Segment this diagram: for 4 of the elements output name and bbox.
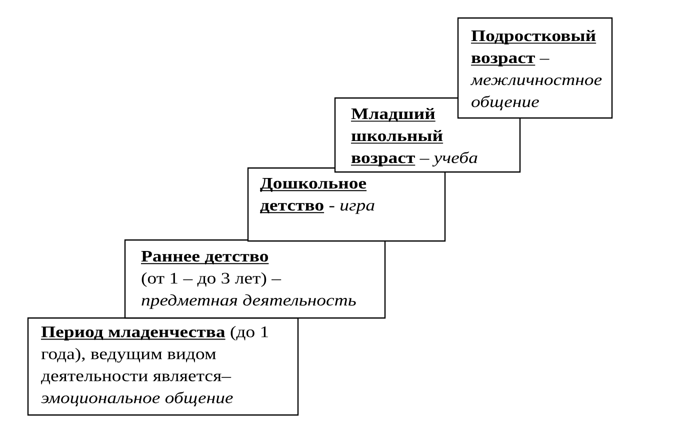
stage-box: Подростковый возраст – межличностное общение: [457, 17, 613, 119]
stage-box: Период младенчества (до 1 года), ведущим видом деятельности является– эмоциональное общение: [27, 317, 299, 416]
stage-box: Раннее детство (от 1 – до 3 лет) – предметная деятельность: [124, 239, 386, 319]
stage-box: Дошкольное детство - игра: [247, 167, 446, 242]
